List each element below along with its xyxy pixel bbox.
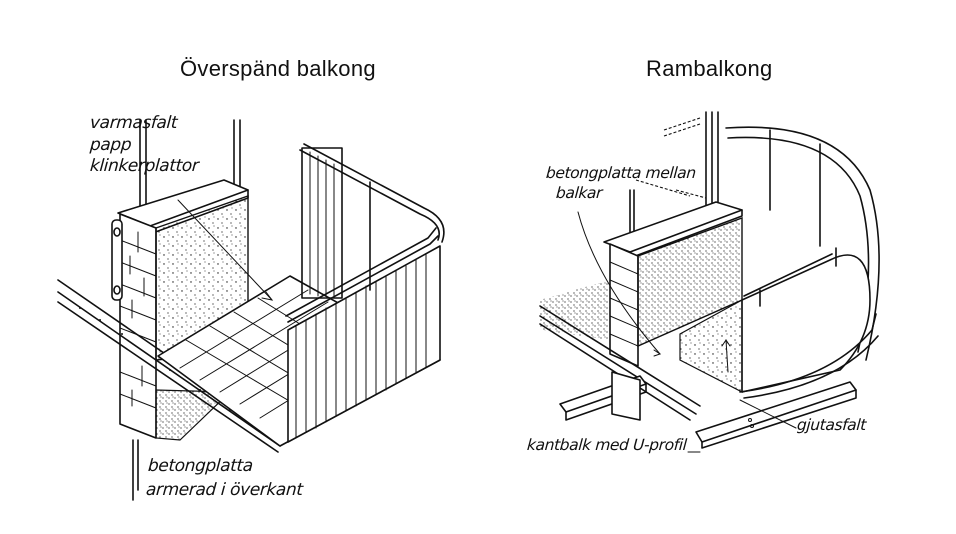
brick-wall-right bbox=[540, 216, 743, 367]
frame-balcony-drawing bbox=[539, 111, 880, 453]
leader-lines-left bbox=[132, 199, 274, 501]
label-betongplatta-mellan: betongplatta mellan bbox=[545, 164, 697, 182]
balcony-railing bbox=[285, 143, 445, 443]
label-varmasfalt: varmasfalt bbox=[89, 113, 178, 133]
label-kantbalk: kantbalk med U-profil bbox=[526, 436, 688, 454]
label-gjutasfalt: gjutasfalt bbox=[796, 416, 867, 434]
label-klinkerplattor: klinkerplattor bbox=[89, 156, 200, 176]
leader-lines-right bbox=[577, 211, 797, 453]
steel-beams bbox=[539, 305, 857, 449]
label-papp: papp bbox=[89, 135, 132, 155]
floor-right bbox=[679, 298, 743, 393]
curved-railing bbox=[725, 126, 880, 399]
right-panel-title: Rambalkong bbox=[646, 56, 773, 81]
brick-wall bbox=[111, 195, 249, 441]
label-armerad: armerad i överkant bbox=[145, 480, 304, 500]
left-panel-title: Överspänd balkong bbox=[180, 56, 376, 81]
label-betongplatta: betongplatta bbox=[147, 456, 254, 476]
label-balkar: balkar bbox=[555, 184, 603, 202]
